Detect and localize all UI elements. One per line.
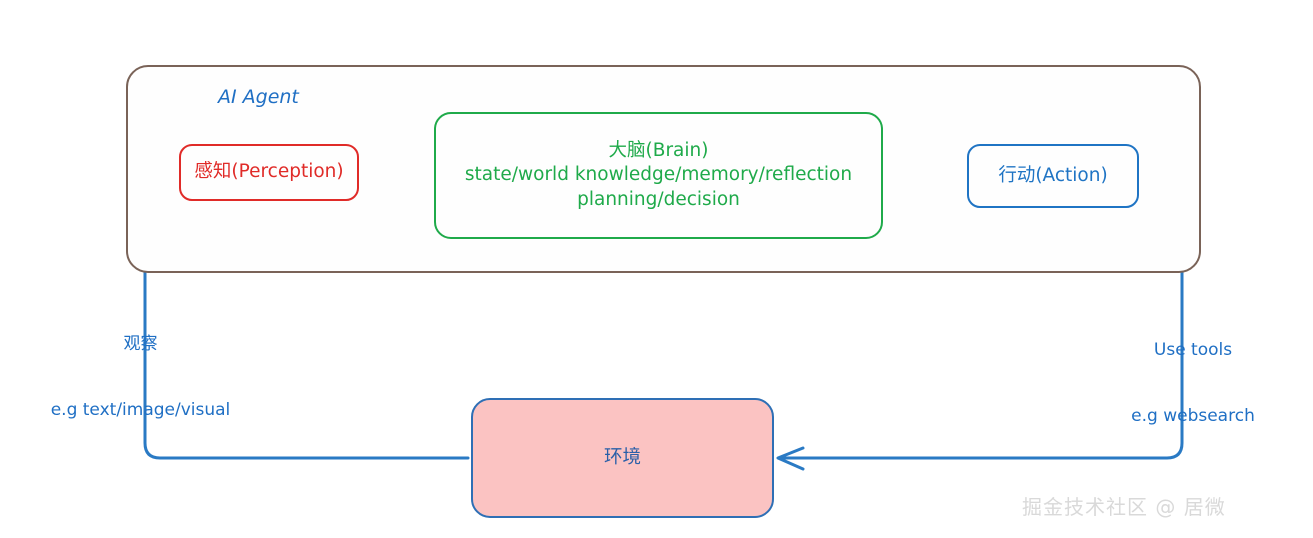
ai-agent-title: AI Agent <box>218 86 299 108</box>
environment-box[interactable]: 环境 <box>471 398 774 518</box>
observe-label-line-2: e.g text/image/visual <box>50 400 231 421</box>
observe-label-line-1: 观察 <box>123 334 158 355</box>
use-tools-label: Use tools e.g websearch <box>1098 295 1288 472</box>
brain-title: 大脑(Brain) <box>608 140 709 162</box>
brain-box[interactable]: 大脑(Brain) state/world knowledge/memory/r… <box>434 112 883 239</box>
use-tools-label-line-1: Use tools <box>1153 340 1233 361</box>
environment-label: 环境 <box>603 446 641 468</box>
perception-label: 感知(Perception) <box>194 161 344 183</box>
watermark: 掘金技术社区 @ 居微 <box>1022 495 1226 519</box>
use-tools-label-line-2: e.g websearch <box>1131 406 1255 427</box>
perception-box[interactable]: 感知(Perception) <box>179 144 359 201</box>
observe-label: 观察 e.g text/image/visual <box>28 289 253 466</box>
action-label: 行动(Action) <box>998 164 1108 186</box>
action-box[interactable]: 行动(Action) <box>967 144 1139 208</box>
brain-capabilities-line-2: planning/decision <box>577 188 740 210</box>
brain-capabilities-line-1: state/world knowledge/memory/reflection <box>464 164 853 186</box>
